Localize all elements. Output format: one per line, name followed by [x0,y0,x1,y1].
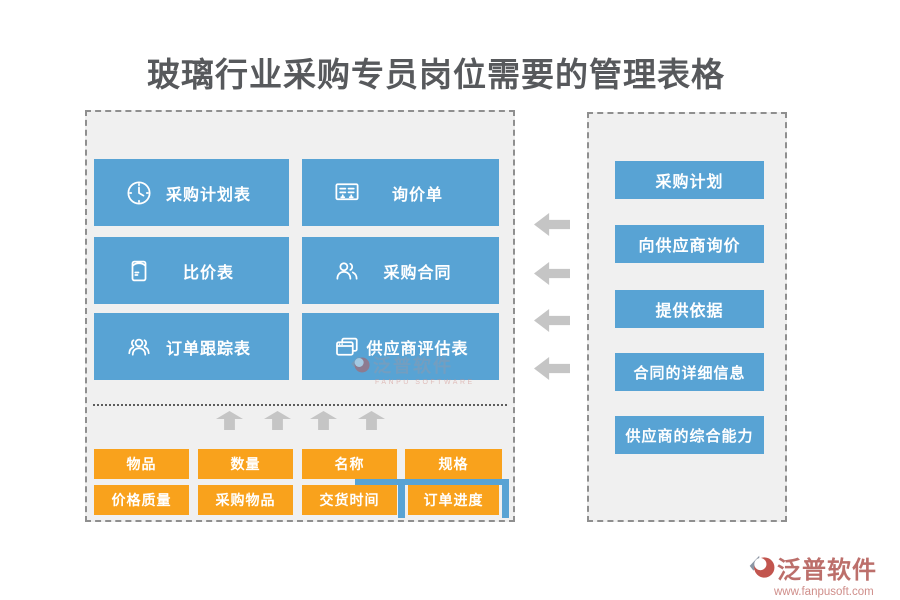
highlight-frame-right [502,479,509,518]
people-group-icon [124,332,154,362]
up-arrow-icon [264,411,291,430]
table-box-purchase-contract: 采购合同 [302,237,499,304]
field-label: 交货时间 [319,492,380,508]
purpose-box: 向供应商询价 [615,225,764,263]
left-arrow-icon [534,213,570,236]
table-box-inquiry-form: 询价单 [302,159,499,226]
center-watermark: 泛普软件 FANPU SOFTWARE [350,352,480,386]
fanpu-logo-icon [748,554,775,581]
footer-brand-text: 泛普软件 [777,557,877,584]
footer-url-text: www.fanpusoft.com [774,586,874,598]
highlight-frame-left [398,479,405,518]
field-box: 数量 [198,449,293,479]
page-title: 玻璃行业采购专员岗位需要的管理表格 [147,56,725,93]
purpose-box: 合同的详细信息 [615,353,764,391]
table-box-order-tracking: 订单跟踪表 [94,313,289,380]
field-box: 采购物品 [198,485,293,515]
field-label: 物品 [126,456,157,472]
field-box: 订单进度 [408,485,499,515]
table-box-price-compare: 比价表 [94,237,289,304]
left-arrow-icon [534,262,570,285]
table-box-label: 供应商评估表 [366,340,469,358]
purpose-label: 提供依据 [655,303,724,320]
clock-icon [124,178,154,208]
field-box: 物品 [94,449,189,479]
table-box-label: 询价单 [391,186,443,204]
highlight-frame-top [355,479,509,485]
up-arrow-icon [310,411,337,430]
left-arrow-icon [534,309,570,332]
fanpu-logo-icon [350,355,370,375]
field-box: 规格 [405,449,502,479]
table-box-label: 比价表 [182,264,234,282]
up-arrow-icon [358,411,385,430]
field-label: 订单进度 [423,492,484,508]
footer-logo: 泛普软件 www.fanpusoft.com [748,550,898,598]
two-people-icon [332,256,362,286]
table-box-label: 订单跟踪表 [165,340,251,358]
watermark-subtitle-text: FANPU SOFTWARE [375,379,475,386]
up-arrow-icon [216,411,243,430]
field-label: 采购物品 [215,492,276,508]
purpose-label: 向供应商询价 [638,238,741,255]
purpose-box: 采购计划 [615,161,764,199]
field-box: 名称 [302,449,397,479]
purpose-box: 提供依据 [615,290,764,328]
field-box: 价格质量 [94,485,189,515]
table-box-purchase-plan: 采购计划表 [94,159,289,226]
purpose-label: 采购计划 [655,174,724,191]
purpose-panel: 采购计划 向供应商询价 提供依据 合同的详细信息 供应商的综合能力 [587,112,787,522]
field-box: 交货时间 [302,485,397,515]
stacked-windows-icon [332,332,362,362]
inquiry-list-icon [332,178,362,208]
tables-panel: 采购计划表 询价单 比价表 采购合同 订单跟踪表 供应商评估表 [85,110,515,522]
table-box-label: 采购计划表 [165,186,251,204]
purpose-box: 供应商的综合能力 [615,416,764,454]
field-label: 数量 [230,456,261,472]
table-box-supplier-evaluation: 供应商评估表 [302,313,499,380]
envelope-icon [124,256,154,286]
field-label: 名称 [334,456,365,472]
field-label: 价格质量 [111,492,172,508]
field-label: 规格 [438,456,469,472]
dotted-divider [93,404,507,406]
purpose-label: 合同的详细信息 [633,364,746,382]
left-arrow-icon [534,357,570,380]
watermark-brand-text: 泛普软件 [373,356,453,376]
table-box-label: 采购合同 [383,264,452,282]
purpose-label: 供应商的综合能力 [625,427,754,445]
